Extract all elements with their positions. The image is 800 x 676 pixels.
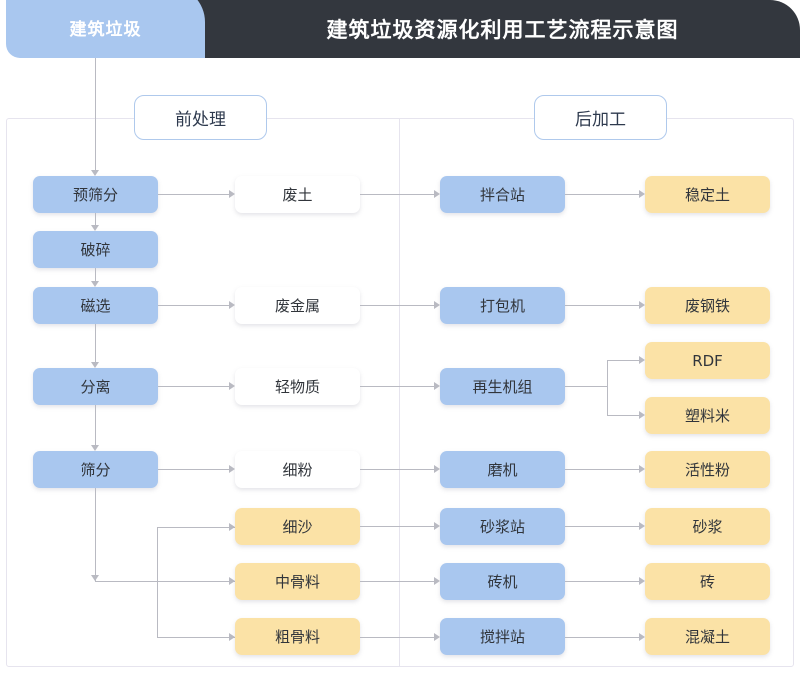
- section-header-post-process: 后加工: [534, 95, 667, 140]
- node-feijinshu[interactable]: 废金属: [235, 287, 360, 324]
- connector-yushaifen-posui: [95, 213, 96, 225]
- arrow-shajiangz: [434, 522, 440, 530]
- connector-arrow-fenli: [91, 362, 99, 368]
- node-xifen[interactable]: 细粉: [235, 451, 360, 488]
- arrow-zhuanji: [434, 577, 440, 585]
- diagram-frame: [6, 118, 794, 667]
- section-header-pre-process: 前处理: [134, 95, 267, 140]
- connector-shaifen-bus-arrow: [91, 575, 99, 581]
- connector-split-to-rdf: [607, 360, 639, 361]
- connector-shajiangz-shajiang: [565, 526, 639, 527]
- arrow-zhuan: [639, 577, 645, 585]
- arrow-dabaoji: [434, 301, 440, 309]
- node-xisha[interactable]: 细沙: [235, 508, 360, 545]
- connector-arrow-shaifen: [91, 445, 99, 451]
- arrow-suliaomi: [639, 411, 645, 419]
- connector-shaifen-xifen: [158, 469, 229, 470]
- connector-qingwuzhi-zaishengjz: [360, 386, 434, 387]
- node-cixuan[interactable]: 磁选: [33, 287, 158, 324]
- connector-cugu-jiaobanz: [360, 637, 434, 638]
- node-yushaifen[interactable]: 预筛分: [33, 176, 158, 213]
- node-shajiang[interactable]: 砂浆: [645, 508, 770, 545]
- connector-xifen-moji: [360, 469, 434, 470]
- node-cugu[interactable]: 粗骨料: [235, 618, 360, 655]
- arrow-rdf: [639, 356, 645, 364]
- node-feitu[interactable]: 废土: [235, 176, 360, 213]
- node-zhuanji[interactable]: 砖机: [440, 563, 565, 600]
- connector-split-riser: [607, 360, 608, 416]
- arrow-zaishengjz: [434, 382, 440, 390]
- arrow-shajiang: [639, 522, 645, 530]
- connector-bus-to-zhonggu: [157, 581, 235, 582]
- node-shajiangz[interactable]: 砂浆站: [440, 508, 565, 545]
- node-fenli[interactable]: 分离: [33, 368, 158, 405]
- arrow-feijinshu: [229, 301, 235, 309]
- node-banhezhan[interactable]: 拌合站: [440, 176, 565, 213]
- connector-bus-riser: [157, 527, 158, 637]
- connector-cixuan-fenli: [95, 324, 96, 362]
- node-zhuan[interactable]: 砖: [645, 563, 770, 600]
- arrow-moji: [434, 465, 440, 473]
- header-tab: [6, 0, 205, 58]
- connector-yushaifen-feitu: [158, 194, 229, 195]
- connector-arrow-posui: [91, 225, 99, 231]
- connector-feijinshu-dabaoji: [360, 305, 434, 306]
- connector-shaifen-bus-v: [95, 488, 96, 581]
- node-wendingtu[interactable]: 稳定土: [645, 176, 770, 213]
- connector-zhuanji-zhuan: [565, 581, 639, 582]
- connector-zaishengjz-split: [565, 386, 608, 387]
- arrow-zhonggu: [229, 577, 235, 585]
- connector-banhezhan-wendingtu: [565, 194, 639, 195]
- arrow-huoxingfen: [639, 465, 645, 473]
- arrow-banhezhan: [434, 190, 440, 198]
- connector-bus-h: [95, 581, 158, 582]
- arrow-feitu: [229, 190, 235, 198]
- connector-xisha-shajiangz: [360, 526, 434, 527]
- connector-bus-to-xisha: [157, 527, 235, 528]
- node-hunningtu[interactable]: 混凝土: [645, 618, 770, 655]
- arrow-wendingtu: [639, 190, 645, 198]
- node-moji[interactable]: 磨机: [440, 451, 565, 488]
- connector-fenli-shaifen: [95, 405, 96, 445]
- node-huoxingfen[interactable]: 活性粉: [645, 451, 770, 488]
- node-dabaoji[interactable]: 打包机: [440, 287, 565, 324]
- node-rdf[interactable]: RDF: [645, 342, 770, 379]
- connector-fenli-qingwuzhi: [158, 386, 229, 387]
- node-zhonggu[interactable]: 中骨料: [235, 563, 360, 600]
- node-zaishengjz[interactable]: 再生机组: [440, 368, 565, 405]
- page-title: 建筑垃圾资源化利用工艺流程示意图: [326, 18, 679, 42]
- connector-dabaoji-feigangtie: [565, 305, 639, 306]
- arrow-hunningtu: [639, 633, 645, 641]
- arrow-cugu: [229, 633, 235, 641]
- section-divider: [399, 118, 400, 667]
- connector-input-arrow: [91, 170, 99, 176]
- header-tab-label: 建筑垃圾: [69, 19, 142, 40]
- node-qingwuzhi[interactable]: 轻物质: [235, 368, 360, 405]
- connector-zhonggu-zhuanji: [360, 581, 434, 582]
- connector-feitu-banhezhan: [360, 194, 434, 195]
- arrow-jiaobanz: [434, 633, 440, 641]
- arrow-qingwuzhi: [229, 382, 235, 390]
- node-shaifen[interactable]: 筛分: [33, 451, 158, 488]
- connector-bus-to-cugu: [157, 637, 235, 638]
- node-suliaomi[interactable]: 塑料米: [645, 397, 770, 434]
- node-feigangtie[interactable]: 废钢铁: [645, 287, 770, 324]
- connector-cixuan-feijinshu: [158, 305, 229, 306]
- connector-moji-huoxingfen: [565, 469, 639, 470]
- node-jiaobanz[interactable]: 搅拌站: [440, 618, 565, 655]
- connector-posui-cixuan: [95, 268, 96, 281]
- header-bar: [120, 0, 800, 58]
- connector-split-to-suliaomi: [607, 415, 639, 416]
- connector-arrow-cixuan: [91, 281, 99, 287]
- arrow-xifen: [229, 465, 235, 473]
- arrow-xisha: [229, 523, 235, 531]
- node-posui[interactable]: 破碎: [33, 231, 158, 268]
- connector-input-v: [95, 58, 96, 170]
- arrow-feigangtie: [639, 301, 645, 309]
- connector-jiaobanz-hunningtu: [565, 637, 639, 638]
